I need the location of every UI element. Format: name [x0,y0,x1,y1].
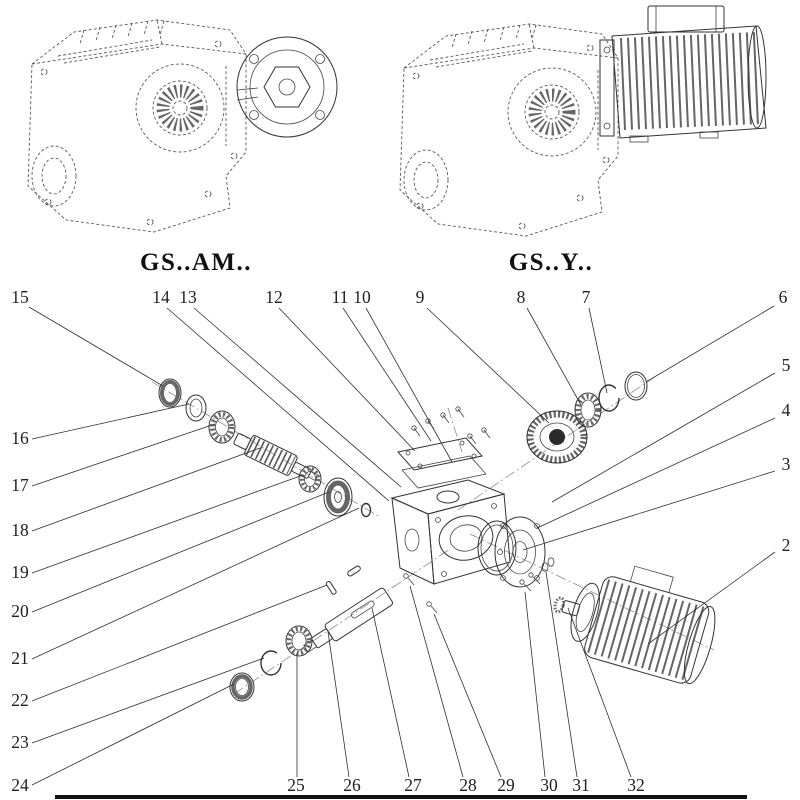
callout-3: 3 [782,454,791,474]
input-bearing-front [208,410,236,444]
callout-7: 7 [582,287,591,307]
leader-line-27 [371,607,410,778]
leader-line-4 [536,417,776,529]
callout-32: 32 [627,775,645,795]
motor-exploded [553,565,716,685]
callout-28: 28 [459,775,477,795]
callout-29: 29 [497,775,515,795]
callout-11: 11 [332,287,349,307]
callout-8: 8 [517,287,526,307]
gear-circlip [598,384,620,412]
leader-line-20 [31,491,330,613]
leader-line-18 [31,447,261,532]
shaft-seal [229,672,255,702]
leader-line-28 [409,585,464,778]
leader-line-19 [31,474,304,574]
helical-gear [526,410,588,464]
shaft-circlip [260,650,282,676]
worm-shaft [233,433,319,482]
leader-line-8 [526,307,582,406]
leader-line-6 [645,305,775,383]
leader-line-7 [588,307,608,394]
callout-20: 20 [11,601,29,621]
roll-pin [325,581,337,595]
top-cover [397,437,483,471]
worm-wheel-disc [323,477,353,517]
callout-26: 26 [343,775,361,795]
input-snap-ring [185,394,207,422]
callout-12: 12 [265,287,283,307]
leader-line-2 [647,551,776,645]
leader-line-12 [278,307,416,452]
output-shaft [303,587,393,653]
leader-line-26 [327,631,350,778]
callout-21: 21 [11,648,29,668]
leader-line-17 [31,423,216,487]
key [347,565,361,577]
callout-5: 5 [782,355,791,375]
callout-17: 17 [11,475,29,495]
callout-27: 27 [404,775,422,795]
callout-24: 24 [11,775,29,795]
leader-line-14 [166,307,390,502]
callout-10: 10 [353,287,371,307]
callout-25: 25 [287,775,305,795]
leader-line-31 [545,571,578,778]
cover-bolts [411,406,491,445]
leader-line-22 [31,584,328,702]
callout-2: 2 [782,535,791,555]
variant-label-am: GS..AM.. [140,249,252,276]
cover-gasket [401,455,487,489]
am-output-flange [236,36,338,138]
gearbox-variant-am [28,20,338,232]
leader-line-29 [433,613,502,778]
callout-23: 23 [11,732,29,752]
output-flange [494,516,546,588]
leader-line-32 [567,607,632,778]
housing [390,479,511,585]
exploded-view [151,371,716,702]
input-seal [158,378,182,408]
callout-16: 16 [11,428,29,448]
motor-washers [541,557,555,572]
callout-4: 4 [782,400,791,420]
leader-line-5 [551,372,776,503]
leader-line-23 [31,657,265,744]
bolt-lower-left [403,573,415,586]
gearbox-variant-y [400,5,767,236]
callout-18: 18 [11,520,29,540]
variant-label-y: GS..Y.. [509,249,594,276]
leader-line-24 [31,683,235,786]
callout-6: 6 [779,287,788,307]
leader-line-13 [193,307,402,488]
motor-top [599,5,767,143]
leader-line-21 [31,507,360,660]
bolt-lower-mid [426,601,438,614]
callout-31: 31 [572,775,590,795]
input-bearing-rear [298,465,322,493]
callout-15: 15 [11,287,29,307]
leader-line-3 [522,470,776,551]
gear-bearing [574,392,602,428]
output-gasket-ring [477,520,517,576]
o-ring-small [360,502,372,518]
callout-9: 9 [416,287,425,307]
leader-line-9 [426,307,550,424]
leader-line-16 [31,403,190,440]
leader-line-11 [342,307,432,442]
callout-13: 13 [179,287,197,307]
leader-line-30 [524,591,546,778]
shaft-bearing [285,625,313,657]
callout-14: 14 [152,287,170,307]
page-bottom-edge [55,795,747,799]
callout-30: 30 [540,775,558,795]
leader-line-10 [365,307,453,463]
callout-19: 19 [11,562,29,582]
callout-22: 22 [11,690,29,710]
shim-ring [624,371,648,401]
motor-bolts [519,572,541,592]
leader-line-15 [28,306,164,387]
